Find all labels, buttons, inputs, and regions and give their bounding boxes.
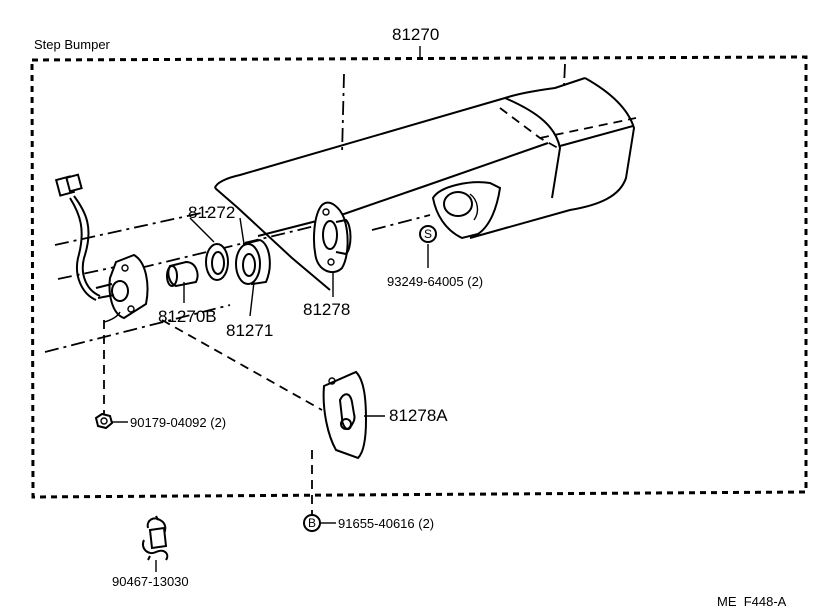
lamp-housing [313,201,352,274]
label-81272: 81272 [188,203,235,222]
label-90467-13030: 90467-13030 [112,574,189,589]
diagram-code: ME F448-A [717,594,787,609]
leader-lines [112,217,429,572]
bumper-opening [431,181,502,240]
svg-text:S: S [424,227,432,241]
bolt-symbol: B [303,514,321,532]
label-81278: 81278 [303,300,350,319]
svg-text:B: B [308,516,316,530]
lens-ring [235,238,271,286]
assembly-lines [103,319,323,514]
bumper-body [214,63,637,291]
socket-assembly [95,253,149,323]
clamp [142,515,169,561]
label-81271: 81271 [226,321,273,340]
label-81270b: 81270B [158,307,217,326]
label-81278a: 81278A [389,406,448,425]
group-part-number: 81270 [392,25,439,44]
nut [94,412,114,430]
bulb [166,260,199,288]
reference-lines [44,209,431,353]
bracket [322,370,368,460]
label-91655-40616: 91655-40616 (2) [338,516,434,531]
label-93249-64005: 93249-64005 (2) [387,274,483,289]
gasket [205,243,229,281]
wire-harness [54,173,101,301]
screw-symbol: S [419,225,437,243]
group-boundary [30,55,808,499]
label-90179-04092: 90179-04092 (2) [130,415,226,430]
group-title: Step Bumper [34,37,111,52]
